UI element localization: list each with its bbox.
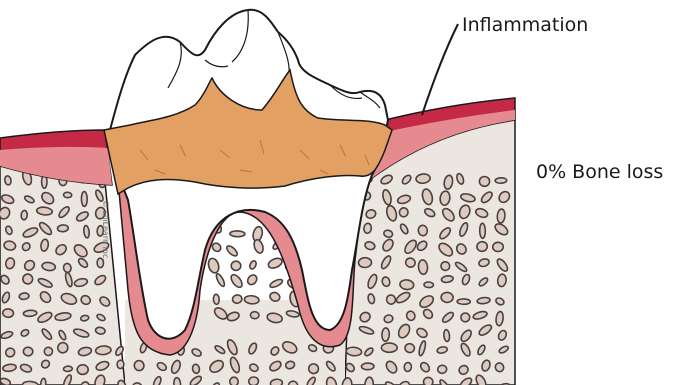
bone-spot: [80, 315, 89, 322]
bone-spot: [81, 192, 87, 207]
bone-spot: [399, 279, 414, 290]
bone-spot: [267, 256, 284, 270]
bone-spot: [404, 362, 412, 371]
bone-spot: [246, 273, 259, 286]
bone-spot: [476, 241, 488, 252]
bone-spot: [2, 309, 13, 318]
bone-spot: [213, 294, 219, 304]
bone-spot: [250, 312, 259, 319]
bone-spot: [117, 360, 124, 369]
label-inflammation: Inflammation: [462, 14, 588, 36]
bone-spot: [248, 377, 258, 385]
bone-spot: [437, 365, 447, 374]
bone-spot: [229, 273, 244, 290]
label-bone-loss: 0% Bone loss: [536, 161, 663, 183]
bone-spot: [21, 210, 28, 220]
bone-spot: [363, 223, 371, 234]
bone-spot: [382, 328, 390, 342]
bone-spot: [229, 377, 238, 385]
bone-spot: [23, 310, 37, 317]
bone-spot: [418, 225, 428, 236]
bone-spot: [479, 176, 489, 186]
bone-spot: [404, 343, 415, 353]
bone-spot: [252, 239, 264, 255]
bone-spot: [495, 178, 507, 184]
bone-spot: [57, 225, 68, 233]
bone-spot: [207, 257, 221, 274]
bone-spot: [381, 343, 397, 352]
bone-spot: [244, 295, 259, 304]
bone-spot: [269, 278, 284, 289]
bone-spot: [361, 363, 374, 370]
bone-spot: [83, 225, 90, 238]
bone-spot: [215, 273, 226, 288]
bone-spot: [230, 231, 245, 237]
bone-spot: [63, 366, 72, 372]
bone-spot: [443, 329, 450, 341]
bone-spot: [211, 242, 223, 254]
bone-spot: [424, 282, 434, 288]
bone-spot: [497, 209, 506, 224]
bone-spot: [225, 244, 239, 257]
bone-spot: [249, 260, 258, 270]
bone-spot: [19, 292, 30, 300]
bone-spot: [23, 347, 33, 356]
bone-spot: [492, 242, 503, 252]
bone-spot: [441, 292, 454, 303]
copyright-credit: © LiliLearn Inc.: [101, 200, 110, 261]
bone-spot: [346, 347, 362, 357]
bone-spot: [77, 365, 88, 375]
bone-spot: [457, 299, 470, 305]
bone-spot: [416, 173, 431, 184]
bone-spot: [418, 260, 428, 275]
bone-spot: [231, 261, 242, 271]
bone-spot: [95, 345, 111, 355]
bone-spot: [63, 192, 72, 198]
bone-spot: [4, 175, 12, 185]
bone-spot: [480, 223, 486, 238]
inflammation-leader-line: [422, 24, 458, 115]
bone-spot: [358, 257, 371, 267]
